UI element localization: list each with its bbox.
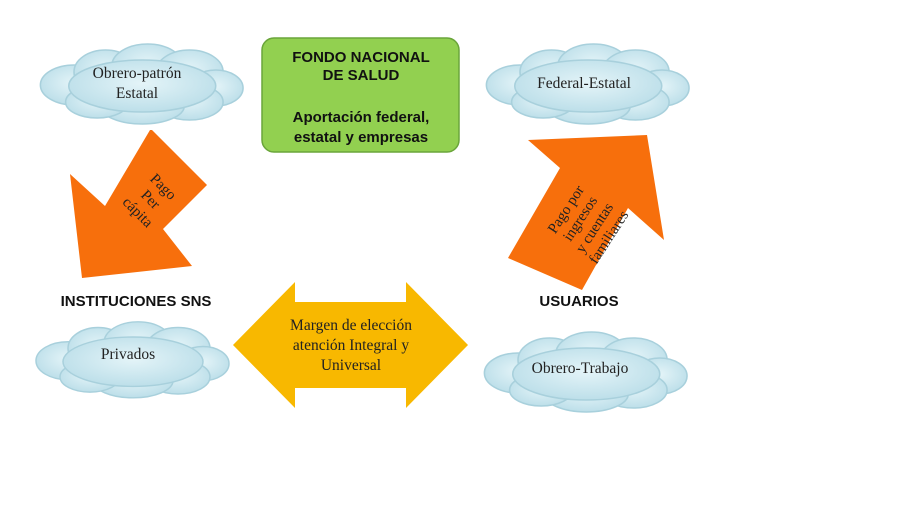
cloud-federal-estatal-label: Federal-Estatal bbox=[537, 75, 631, 92]
fund-title-line2: DE SALUD bbox=[323, 67, 400, 84]
fund-subtitle-line2: estatal y empresas bbox=[294, 129, 428, 146]
arrow-margen-eleccion bbox=[233, 282, 468, 408]
fund-box bbox=[261, 37, 460, 153]
arrow-margen-line1: Margen de elección bbox=[290, 317, 412, 334]
cloud-obrero-patron-line2: Estatal bbox=[116, 85, 158, 102]
arrow-pago-ingresos bbox=[508, 135, 664, 290]
fund-title-line1: FONDO NACIONAL bbox=[292, 49, 430, 66]
arrow-margen-line3: Universal bbox=[321, 357, 381, 374]
cloud-privados-label: Privados bbox=[101, 346, 155, 363]
cloud-obrero-patron bbox=[39, 43, 244, 125]
cloud-obrero-trabajo-label: Obrero-Trabajo bbox=[532, 360, 629, 377]
arrow-margen-line2: atención Integral y bbox=[293, 337, 409, 354]
label-instituciones-sns: INSTITUCIONES SNS bbox=[61, 293, 212, 310]
cloud-obrero-patron-line1: Obrero-patrón bbox=[93, 65, 182, 82]
fund-subtitle-line1: Aportación federal, bbox=[293, 109, 430, 126]
arrow-pago-per-capita bbox=[70, 130, 207, 278]
label-usuarios: USUARIOS bbox=[539, 293, 618, 310]
